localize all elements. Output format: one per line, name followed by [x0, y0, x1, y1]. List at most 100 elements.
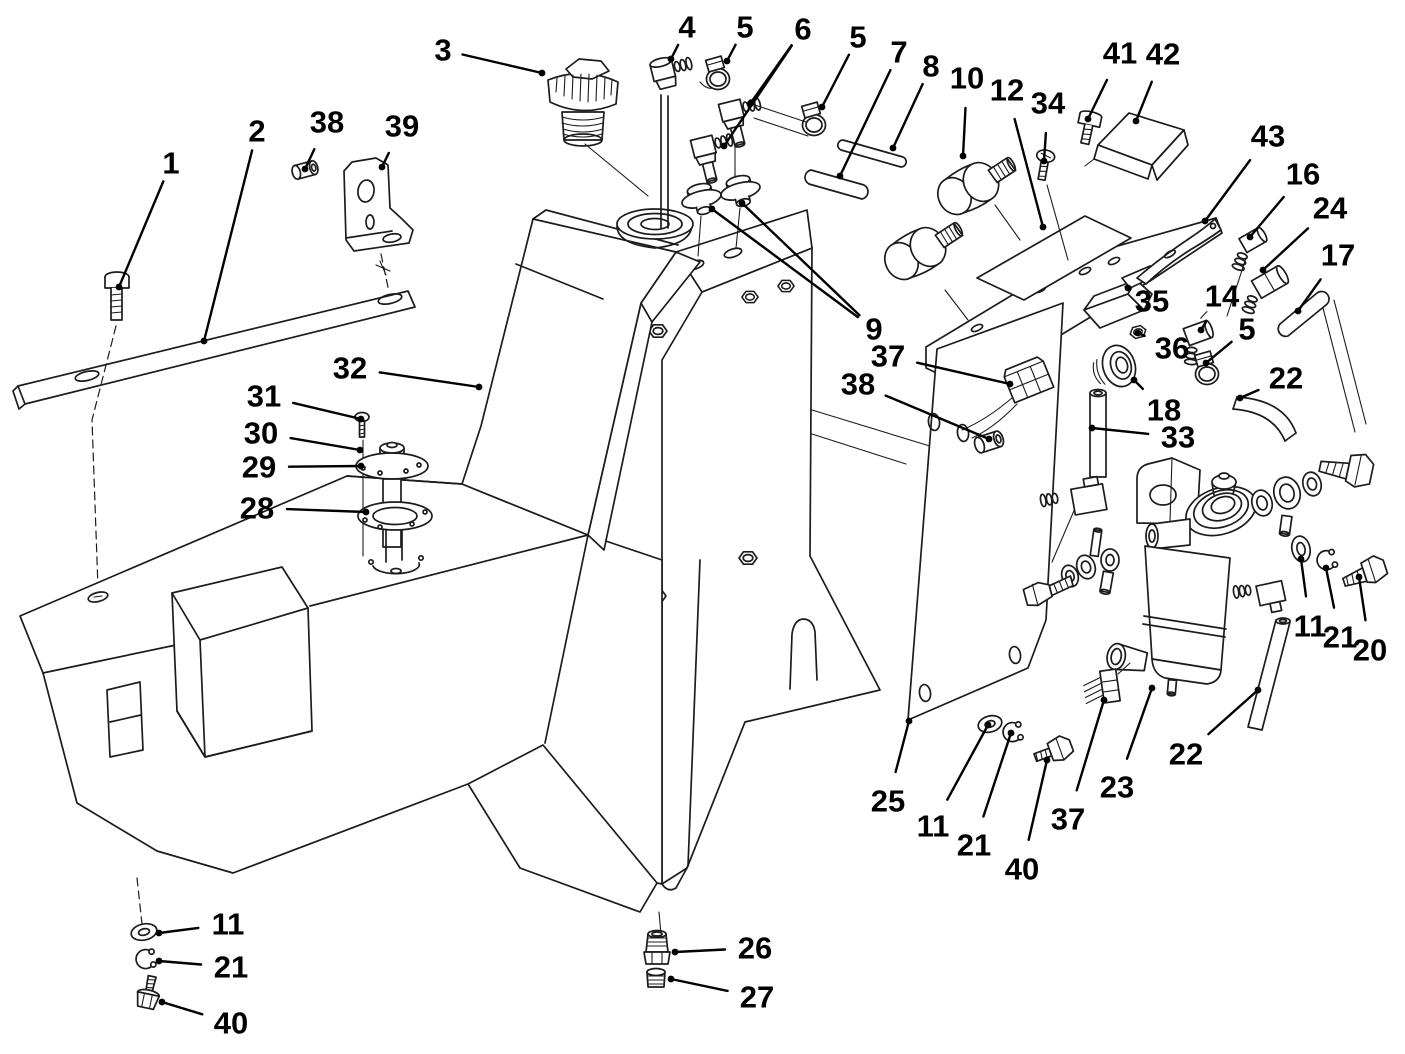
callout-3: 3	[434, 33, 546, 77]
elbow-fitting-upper	[717, 96, 763, 148]
bolt-40a	[136, 974, 161, 1011]
leader-line	[1075, 698, 1106, 792]
filler-neck	[616, 208, 694, 249]
drain-plug	[646, 967, 666, 988]
callout-10: 10	[950, 61, 984, 160]
bolt-40b	[1033, 735, 1075, 763]
callout-label: 35	[1135, 284, 1169, 319]
callout-12: 12	[990, 73, 1047, 231]
callout-label: 21	[957, 828, 991, 863]
callout-label: 7	[890, 35, 907, 70]
fuel-cap	[547, 58, 649, 197]
callout-label: 26	[738, 931, 772, 966]
leader-dot	[1100, 696, 1108, 704]
callout-label: 16	[1286, 157, 1320, 192]
leader-line	[157, 959, 203, 966]
leader-dot	[708, 205, 716, 213]
leader-line	[287, 464, 363, 468]
leader-dot	[115, 283, 123, 291]
callout-label: 30	[244, 416, 278, 451]
filter-bracket	[1136, 457, 1201, 525]
leader-dot	[1259, 266, 1267, 274]
callout-5b: 5	[818, 20, 867, 111]
leader-dot	[667, 975, 675, 983]
leader-dot	[1132, 117, 1140, 125]
callout-label: 32	[333, 351, 367, 386]
leader-dot	[1201, 217, 1209, 225]
callout-label: 28	[240, 491, 274, 526]
callout-4: 4	[667, 10, 696, 63]
leader-dot	[1007, 729, 1015, 737]
leader-dot	[959, 152, 967, 160]
hose-22-upper	[1232, 396, 1297, 442]
leader-dot	[475, 383, 483, 391]
leader-line	[1357, 575, 1367, 622]
callout-11a: 11	[155, 907, 244, 942]
leader-line	[1204, 340, 1233, 365]
callout-label: 2	[248, 114, 265, 149]
flat-washer-11a	[130, 922, 158, 942]
grommet-left	[681, 182, 722, 216]
leader-line	[289, 436, 362, 452]
callout-8: 8	[889, 49, 940, 152]
leader-dot	[889, 144, 897, 152]
callout-label: 6	[794, 12, 811, 47]
leader-line	[1296, 278, 1322, 313]
leader-dot	[1355, 573, 1363, 581]
callout-21a: 21	[155, 950, 248, 985]
leader-dot	[1134, 329, 1142, 337]
strap-bushing	[291, 159, 319, 181]
leader-dot	[818, 103, 826, 111]
callout-label: 33	[1161, 420, 1195, 455]
callout-34: 34	[1031, 86, 1066, 165]
callout-label: 23	[1100, 770, 1134, 805]
callout-21b: 21	[957, 729, 1015, 863]
leader-dot	[984, 721, 992, 729]
callout-22b: 22	[1169, 686, 1262, 772]
callout-43: 43	[1201, 119, 1285, 225]
leader-dot	[357, 415, 365, 423]
leader-line	[1027, 758, 1049, 841]
filter-canister	[1106, 545, 1231, 697]
leader-line	[202, 149, 254, 343]
leader-dot	[1254, 686, 1262, 694]
callout-38a: 38	[301, 105, 344, 173]
callout-41: 41	[1084, 36, 1137, 123]
callout-31: 31	[247, 379, 365, 423]
callout-label: 38	[310, 105, 344, 140]
leader-line	[916, 361, 1012, 386]
callout-18: 18	[1130, 376, 1181, 428]
leader-dot	[667, 55, 675, 63]
leader-dot	[723, 57, 731, 65]
leader-dot	[155, 929, 163, 937]
callout-label: 21	[1323, 620, 1357, 655]
callout-label: 14	[1205, 279, 1240, 314]
callout-label: 25	[871, 784, 905, 819]
leader-line	[1042, 131, 1048, 163]
leader-line	[710, 207, 860, 319]
callout-37b: 37	[1051, 696, 1108, 837]
leader-dot	[1148, 684, 1156, 692]
callout-25: 25	[871, 717, 913, 819]
leader-dot	[378, 163, 386, 171]
callout-38b: 38	[841, 367, 993, 443]
leader-dot	[836, 172, 844, 180]
callout-label: 22	[1169, 737, 1203, 772]
callout-label: 40	[1005, 852, 1039, 887]
leader-line	[673, 948, 727, 954]
panel-grommet	[1092, 344, 1137, 388]
leader-line	[461, 53, 544, 75]
callout-label: 10	[950, 61, 984, 96]
callout-label: 40	[214, 1006, 248, 1041]
callout-9: 9	[708, 199, 883, 347]
callout-label: 11	[917, 809, 950, 844]
banjo-bolt-right	[1318, 453, 1375, 488]
leader-line	[1134, 80, 1154, 123]
tube-elbow-fitting	[1069, 475, 1108, 516]
callout-label: 27	[740, 980, 774, 1015]
callout-36: 36	[1134, 329, 1189, 366]
leader-dot	[1322, 564, 1330, 572]
callout-label: 5	[849, 20, 866, 55]
callout-label: 42	[1146, 37, 1180, 72]
